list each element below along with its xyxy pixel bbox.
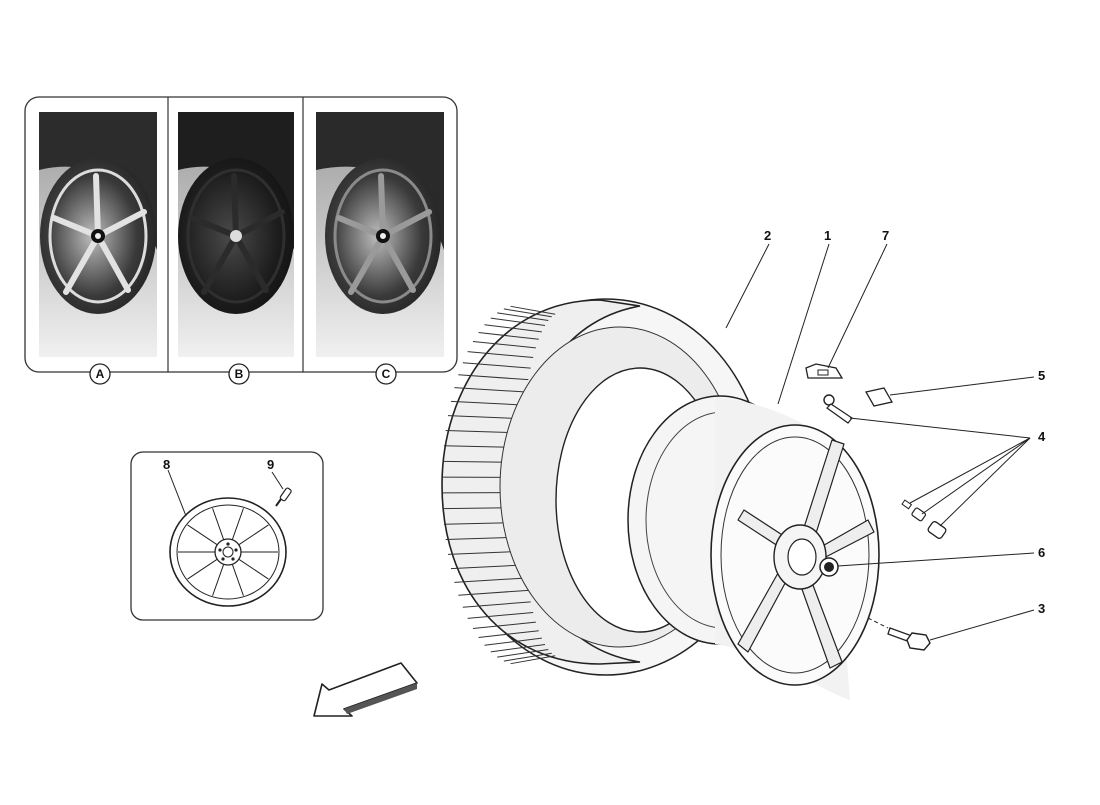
leader-4c (922, 438, 1030, 514)
variant-label-b: B (229, 364, 249, 384)
variant-label-a-text: A (96, 367, 105, 381)
variant-label-c: C (376, 364, 396, 384)
callout-4: 4 (1038, 429, 1046, 444)
tpms-sensor-icon[interactable] (806, 364, 842, 378)
callout-9: 9 (267, 457, 274, 472)
callout-1: 1 (824, 228, 831, 243)
callout-7: 7 (882, 228, 889, 243)
leader-5 (890, 377, 1034, 395)
balance-weight-icon[interactable] (866, 388, 892, 406)
leader-4b (910, 438, 1030, 503)
valve-stem-icon[interactable] (824, 395, 852, 423)
variant-label-b-text: B (235, 367, 244, 381)
leader-2 (726, 244, 769, 328)
leader-3 (930, 610, 1034, 640)
variant-photo-a[interactable] (39, 112, 157, 357)
leader-1 (778, 244, 829, 404)
callout-3: 3 (1038, 601, 1045, 616)
leader-4d (940, 438, 1030, 526)
callout-6: 6 (1038, 545, 1045, 560)
variant-panel: A B C (25, 97, 457, 384)
alt-wheel-inset: 8 9 (131, 452, 323, 620)
center-cap-icon[interactable] (820, 558, 838, 576)
variant-photo-c[interactable] (316, 112, 444, 357)
forward-arrow-icon (314, 663, 417, 716)
callout-8: 8 (163, 457, 170, 472)
variant-label-a: A (90, 364, 110, 384)
leader-4a (850, 418, 1030, 438)
callout-2: 2 (764, 228, 771, 243)
variant-label-c-text: C (382, 367, 391, 381)
variant-photo-b[interactable] (178, 112, 294, 357)
valve-kit-icon[interactable] (902, 500, 947, 539)
wheel-bolt-icon[interactable] (868, 618, 930, 650)
alt-wheel-icon[interactable] (170, 498, 286, 606)
leader-7 (828, 244, 887, 368)
callout-5: 5 (1038, 368, 1045, 383)
